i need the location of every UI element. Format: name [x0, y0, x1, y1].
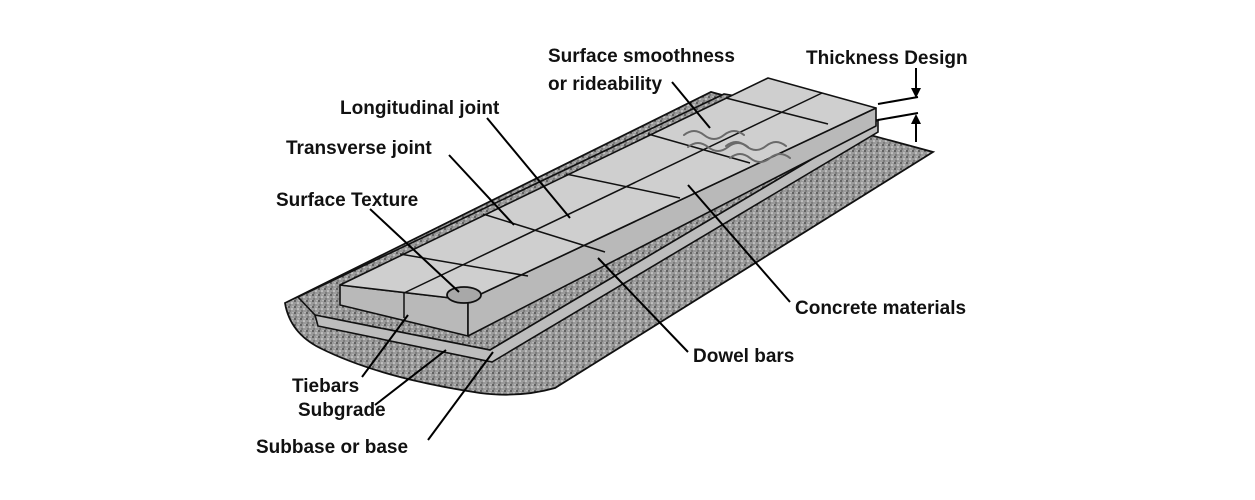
transverse-joint-label: Transverse joint — [286, 138, 432, 159]
longitudinal-joint-label: Longitudinal joint — [340, 98, 500, 119]
surface-smoothness-label: Surface smoothness — [548, 46, 735, 67]
thickness-top-line — [878, 97, 918, 104]
thickness-arrowhead-down — [911, 88, 921, 98]
concrete-materials-label: Concrete materials — [795, 298, 966, 319]
subbase-label: Subbase or base — [256, 437, 408, 458]
tiebars-label: Tiebars — [292, 376, 359, 397]
surface-texture-sample — [447, 287, 481, 303]
subgrade-label: Subgrade — [298, 400, 386, 421]
rideability-label: or rideability — [548, 74, 662, 95]
thickness-design-label: Thickness Design — [806, 48, 968, 69]
dowel-bars-label: Dowel bars — [693, 346, 794, 367]
surface-texture-label: Surface Texture — [276, 190, 418, 211]
thickness-arrowhead-up — [911, 114, 921, 124]
thickness-bottom-line — [878, 113, 918, 120]
